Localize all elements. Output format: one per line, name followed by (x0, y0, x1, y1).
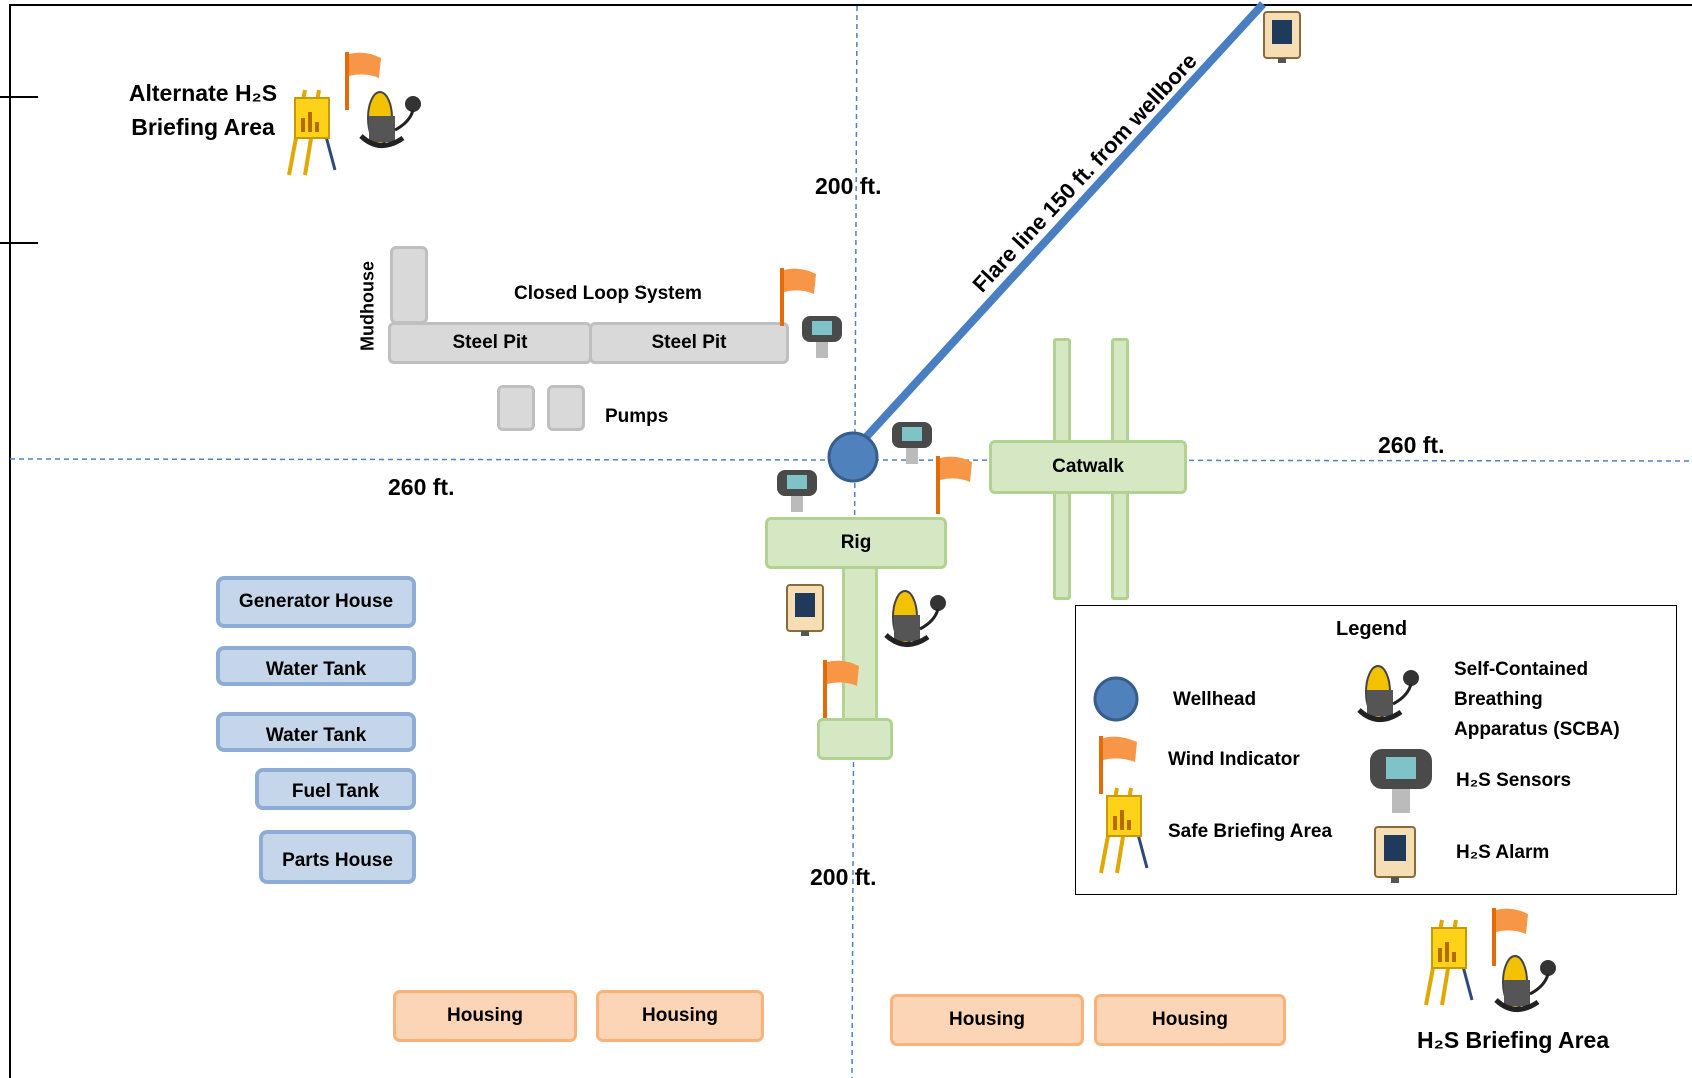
wind-flag-icon (823, 660, 859, 718)
housing-2-label: Housing (642, 1005, 718, 1026)
housing-2: Housing (596, 990, 764, 1042)
wind-flag-icon (1099, 736, 1137, 794)
legend-wind-indicator: Wind Indicator (1168, 749, 1300, 770)
h2s-sensor-icon (802, 316, 842, 358)
legend-scba-line2: Breathing (1454, 689, 1543, 710)
generator-house-label: Generator House (238, 591, 394, 612)
briefing-easel-icon (1424, 919, 1474, 1006)
rig-label: Rig (840, 532, 872, 553)
closed-loop-label: Closed Loop System (514, 283, 702, 304)
tick-mark (0, 242, 38, 244)
h2s-alarm-icon (786, 584, 824, 636)
legend-title: Legend (1336, 618, 1408, 640)
fuel-tank: Fuel Tank (255, 768, 416, 810)
scba-icon (1494, 955, 1556, 1012)
steel-pit-2: Steel Pit (589, 322, 789, 364)
rig-base (817, 718, 893, 760)
h2s-sensor-icon (892, 422, 932, 464)
legend-scba-line1: Self-Contained (1454, 659, 1589, 680)
water-tank-1: Water Tank (216, 646, 416, 686)
water-tank-2: Water Tank (216, 712, 416, 752)
water-tank-2-label: Water Tank (265, 725, 367, 746)
water-tank-1-label: Water Tank (265, 659, 367, 680)
wellhead-icon (1093, 676, 1139, 722)
wellhead-icon (827, 431, 879, 483)
distance-bottom: 200 ft. (810, 864, 877, 890)
rig: Rig (765, 517, 947, 569)
briefing-easel-icon (287, 89, 337, 176)
housing-1: Housing (393, 990, 577, 1042)
housing-4: Housing (1094, 994, 1286, 1046)
distance-top: 200 ft. (815, 173, 882, 199)
distance-right: 260 ft. (1378, 432, 1445, 458)
housing-3: Housing (890, 994, 1084, 1046)
alternate-briefing-title: Alternate H₂S Briefing Area (120, 76, 286, 144)
steel-pit-1: Steel Pit (388, 322, 592, 364)
parts-house: Parts House (259, 830, 416, 884)
wind-flag-icon (780, 268, 816, 326)
generator-house: Generator House (216, 576, 416, 628)
parts-house-label: Parts House (282, 850, 393, 871)
legend-scba: Self-Contained Breathing Apparatus (SCBA… (1454, 655, 1620, 745)
pump-1 (497, 385, 535, 431)
catwalk: Catwalk (989, 440, 1187, 494)
scba-icon (1357, 665, 1419, 722)
housing-1-label: Housing (447, 1005, 523, 1026)
diagram-frame (9, 4, 1692, 1078)
mudhouse-box (390, 246, 428, 324)
alternate-briefing-line2: Briefing Area (131, 114, 275, 140)
legend-scba-line3: Apparatus (SCBA) (1454, 719, 1620, 740)
legend-alarm: H₂S Alarm (1456, 842, 1550, 863)
housing-3-label: Housing (949, 1009, 1025, 1030)
wind-flag-icon (936, 456, 972, 514)
flare-line (855, 1, 1266, 449)
vertical-axis (851, 5, 858, 1078)
distance-left: 260 ft. (388, 474, 455, 500)
tick-mark (0, 96, 38, 98)
steel-pit-1-label: Steel Pit (452, 332, 528, 353)
h2s-sensor-icon (1370, 749, 1432, 813)
scba-icon (359, 91, 421, 148)
briefing-easel-icon (1099, 787, 1149, 874)
steel-pit-2-label: Steel Pit (651, 332, 727, 353)
fuel-tank-label: Fuel Tank (291, 781, 380, 802)
h2s-alarm-icon (1263, 11, 1301, 63)
legend-safe-briefing: Safe Briefing Area (1168, 821, 1333, 842)
h2s-sensor-icon (777, 470, 817, 512)
pump-2 (547, 385, 585, 431)
briefing-area-label: H₂S Briefing Area (1417, 1027, 1610, 1053)
wind-flag-icon (1492, 908, 1528, 966)
wind-flag-icon (345, 52, 381, 110)
rig-stem (842, 566, 878, 732)
pumps-label: Pumps (605, 406, 669, 427)
scba-icon (884, 590, 946, 647)
alternate-briefing-line1: Alternate H₂S (128, 80, 278, 106)
h2s-alarm-icon (1374, 826, 1416, 883)
mudhouse-label: Mudhouse (357, 261, 378, 351)
legend-sensors: H₂S Sensors (1456, 770, 1572, 791)
legend-wellhead: Wellhead (1173, 689, 1257, 710)
catwalk-label: Catwalk (1052, 456, 1124, 477)
housing-4-label: Housing (1152, 1009, 1228, 1030)
